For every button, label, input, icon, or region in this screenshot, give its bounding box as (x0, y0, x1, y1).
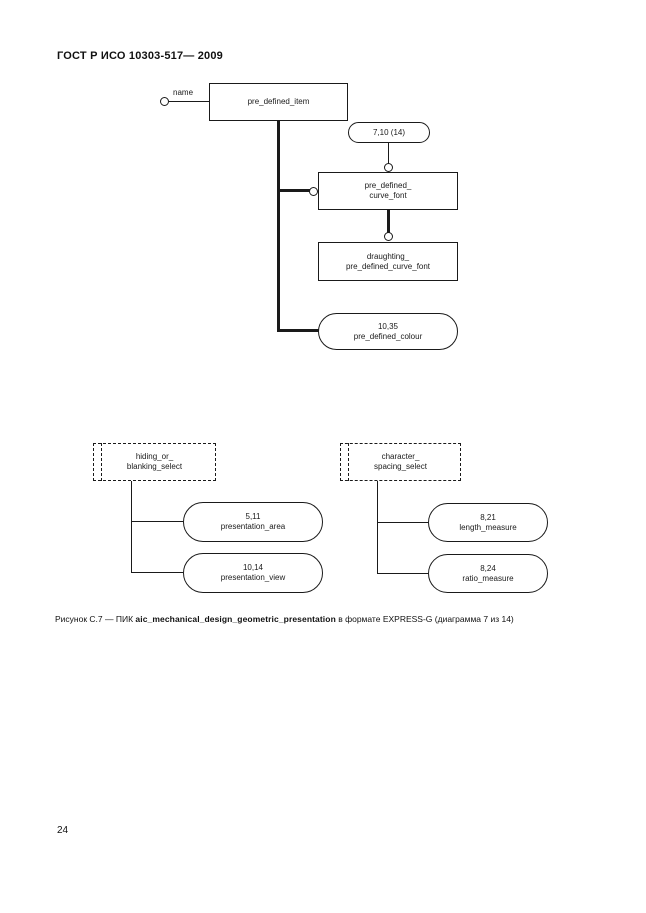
select-box-character-spacing: character_ spacing_select (340, 443, 461, 481)
page-ref-label-line2: presentation_area (220, 522, 286, 531)
caption-figure-name: aic_mechanical_design_geometric_presenta… (135, 614, 336, 624)
entity-box-draughting-pre-defined-curve-font: draughting_ pre_defined_curve_font (318, 242, 458, 281)
page-number: 24 (57, 825, 69, 836)
select-branch-line-length (378, 522, 428, 524)
entity-label-line1: pre_defined_ (364, 181, 412, 190)
select-inner-dash (101, 443, 102, 481)
entity-label-line2: pre_defined_curve_font (345, 261, 431, 271)
page-ref-label-line1: 10,14 (242, 563, 264, 572)
select-label-line1: character_ (381, 452, 420, 461)
page-ref-label-line2: pre_defined_colour (353, 331, 423, 341)
page-header: ГОСТ Р ИСО 10303-517— 2009 (57, 50, 224, 62)
page-ref-pre-defined-colour: 10,35 pre_defined_colour (318, 313, 458, 350)
supertype-trunk-line (277, 121, 280, 332)
trunk-branch-curve-font-line (279, 189, 311, 192)
page-ref-label-line1: 8,21 (480, 512, 496, 522)
select-branch-line-area (132, 521, 183, 523)
select-trunk-line (131, 481, 133, 573)
entity-box-pre-defined-item: pre_defined_item (209, 83, 348, 121)
page-ref-length-measure: 8,21 length_measure (428, 503, 548, 542)
page-ref-label-line2: presentation_view (220, 573, 286, 582)
subtype-circle-draughting-top (384, 232, 393, 241)
entity-box-pre-defined-curve-font: pre_defined_ curve_font (318, 172, 458, 210)
select-label-line2: blanking_select (126, 462, 183, 471)
select-branch-line-ratio (378, 573, 428, 575)
subtype-circle-curve-font-left (309, 187, 318, 196)
caption-prefix: Рисунок С.7 — ПИК (55, 614, 136, 624)
select-label-line1: hiding_or_ (135, 452, 174, 461)
select-box-hiding-or-blanking: hiding_or_ blanking_select (93, 443, 216, 481)
page-ref-label-line2: ratio_measure (462, 573, 514, 583)
subtype-connector-line (387, 210, 390, 233)
attribute-name-label: name (173, 88, 194, 97)
subtype-circle-curve-font-top (384, 163, 393, 172)
page-ref-presentation-view: 10,14 presentation_view (183, 553, 323, 593)
page-ref-label-line1: 5,11 (245, 512, 261, 521)
page-ref-label: 7,10 (14) (372, 127, 406, 137)
select-label-line2: spacing_select (374, 462, 427, 471)
caption-suffix: в формате EXPRESS-G (диаграмма 7 из 14) (335, 614, 514, 624)
page-ref-presentation-area: 5,11 presentation_area (183, 502, 323, 542)
attribute-connector-line (169, 101, 209, 103)
trunk-branch-colour-line (277, 329, 321, 332)
entity-label-line1: draughting_ (366, 251, 410, 261)
select-inner-dash (348, 443, 349, 481)
page-ref-label-line2: length_measure (459, 522, 517, 532)
page-ref-ratio-measure: 8,24 ratio_measure (428, 554, 548, 593)
page-ref-label-line1: 10,35 (377, 321, 399, 331)
page-ref-label-line1: 8,24 (480, 563, 496, 573)
figure-caption: Рисунок С.7 — ПИК aic_mechanical_design_… (55, 614, 514, 624)
entity-label: pre_defined_item (247, 97, 310, 106)
entity-label-line2: curve_font (369, 191, 407, 200)
select-trunk-line (377, 481, 379, 574)
attribute-end-circle (160, 97, 169, 106)
page-ref-connector-line (388, 143, 390, 164)
page-ref-7-10-14: 7,10 (14) (348, 122, 430, 143)
select-branch-line-view (132, 572, 183, 574)
